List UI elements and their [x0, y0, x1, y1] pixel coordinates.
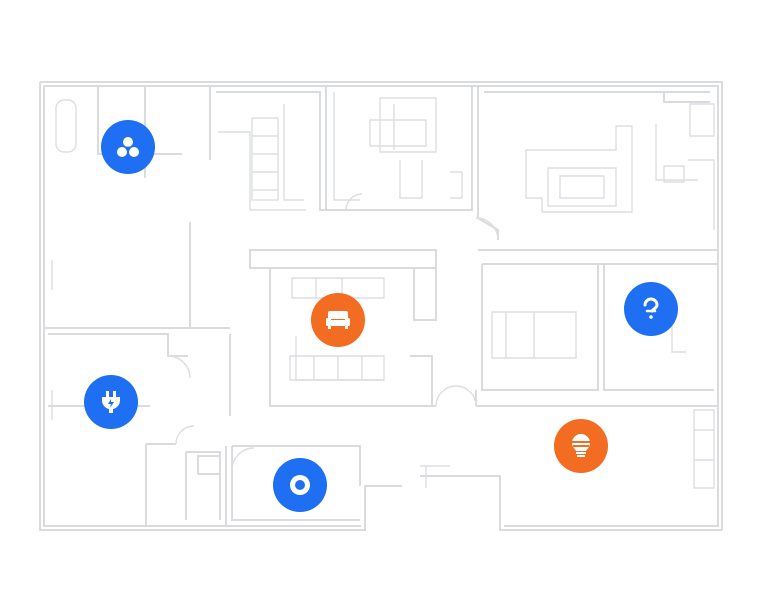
- sofa-marker[interactable]: [311, 293, 365, 347]
- fixtures: [51, 92, 715, 489]
- question-marker[interactable]: [624, 282, 678, 336]
- question-icon: [643, 297, 659, 319]
- plug-marker[interactable]: [84, 375, 138, 429]
- bulb-marker[interactable]: [554, 419, 608, 473]
- door-arcs: [167, 193, 499, 471]
- fan-icon: [117, 137, 139, 157]
- interior-walls: [44, 86, 718, 526]
- fan-marker[interactable]: [101, 120, 155, 174]
- bulb-icon: [572, 434, 590, 457]
- ring-marker[interactable]: [273, 458, 327, 512]
- ring-icon: [290, 475, 310, 495]
- outer-walls: [39, 81, 723, 531]
- plug-icon: [102, 391, 120, 413]
- sofa-icon: [326, 311, 350, 329]
